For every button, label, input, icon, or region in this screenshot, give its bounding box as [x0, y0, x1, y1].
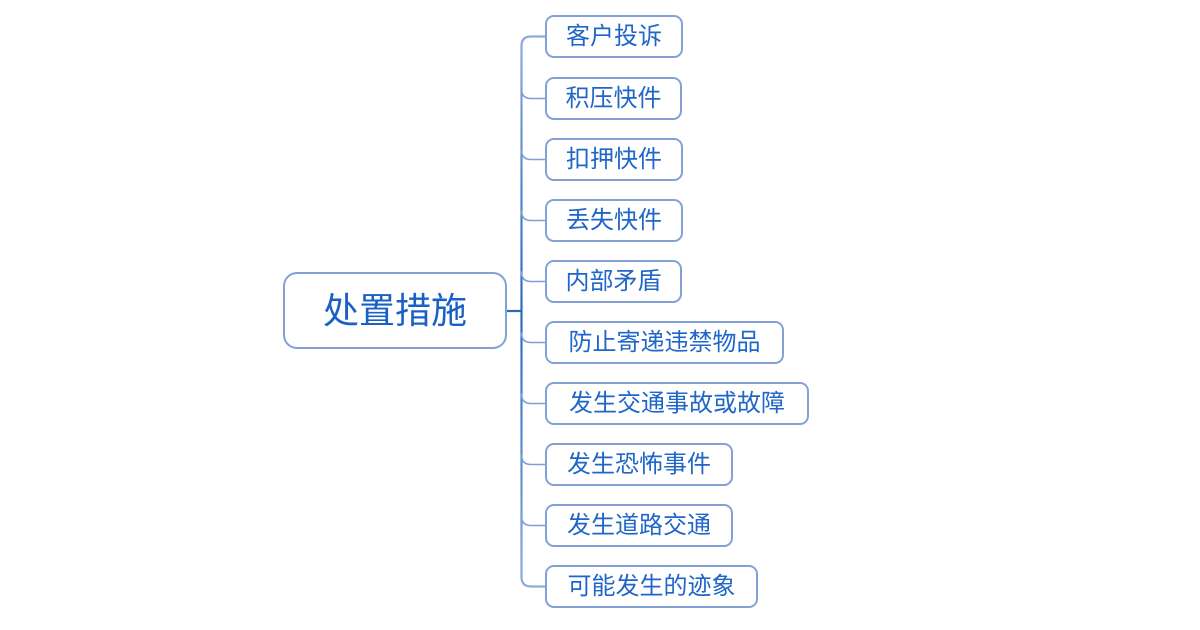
- branch-node-label: 可能发生的迹象: [567, 573, 736, 600]
- branch-connector-line: [520, 454, 546, 466]
- branch-node-label: 发生恐怖事件: [567, 451, 711, 478]
- mindmap-branch-node[interactable]: 发生交通事故或故障: [545, 382, 809, 425]
- mindmap-branch-node[interactable]: 扣押快件: [545, 138, 683, 181]
- branch-connector-line: [520, 88, 546, 100]
- mindmap-branch-node[interactable]: 发生恐怖事件: [545, 443, 733, 486]
- root-node-label: 处置措施: [322, 290, 467, 331]
- mindmap-branch-node[interactable]: 内部矛盾: [545, 260, 682, 303]
- branch-connector-line: [520, 149, 546, 161]
- branch-node-label: 内部矛盾: [565, 268, 662, 295]
- mindmap-root-node[interactable]: 处置措施: [283, 272, 507, 349]
- branch-connector-line: [520, 210, 546, 222]
- branch-node-label: 防止寄递违禁物品: [568, 329, 761, 356]
- mindmap-branch-node[interactable]: 客户投诉: [545, 15, 683, 58]
- branch-node-label: 扣押快件: [566, 146, 662, 173]
- mindmap-branch-node[interactable]: 积压快件: [545, 77, 682, 120]
- branch-node-label: 客户投诉: [566, 23, 662, 50]
- mindmap-branch-node[interactable]: 丢失快件: [545, 199, 683, 242]
- branch-connector-line: [520, 393, 546, 405]
- trunk-line: [520, 35, 547, 588]
- mindmap-branch-node[interactable]: 可能发生的迹象: [545, 565, 758, 608]
- branch-connector-line: [520, 271, 546, 283]
- branch-node-label: 积压快件: [565, 85, 662, 112]
- branch-node-label: 发生交通事故或故障: [569, 390, 785, 417]
- branch-connector-line: [520, 515, 546, 527]
- branch-connector-line: [520, 332, 546, 344]
- mindmap-branch-node[interactable]: 防止寄递违禁物品: [545, 321, 784, 364]
- branch-node-label: 发生道路交通: [567, 512, 711, 539]
- mindmap-branch-node[interactable]: 发生道路交通: [545, 504, 733, 547]
- branch-node-label: 丢失快件: [566, 207, 662, 234]
